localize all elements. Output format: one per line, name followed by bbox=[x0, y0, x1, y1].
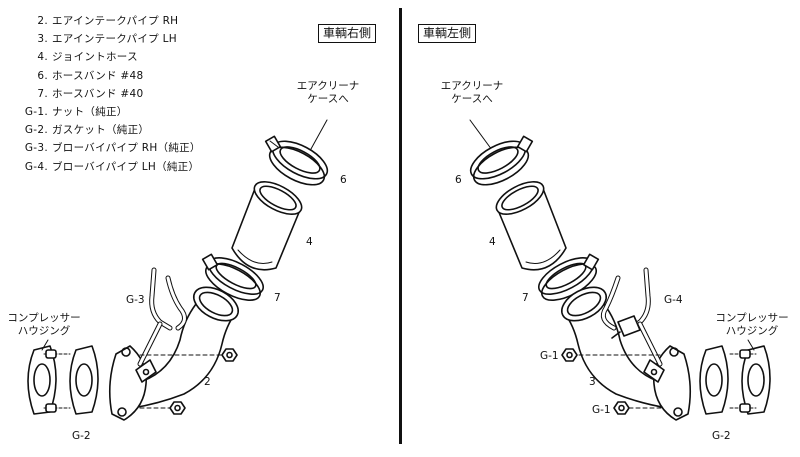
legend-number: G-2. bbox=[24, 124, 48, 137]
callout-7-left: 7 bbox=[522, 292, 529, 304]
legend-number: G-3. bbox=[24, 142, 48, 155]
legend-number: 3. bbox=[37, 33, 48, 46]
legend-text: エアインテークパイプ RH bbox=[52, 15, 179, 27]
air-cleaner-line-2: ケースへ bbox=[307, 92, 349, 105]
nut-left-lower bbox=[613, 401, 630, 415]
air-cleaner-line-1: エアクリーナ bbox=[296, 80, 360, 92]
legend-text: ホースバンド #40 bbox=[52, 87, 144, 100]
right-compressor-label: コンプレッサー ハウジング bbox=[4, 312, 84, 337]
legend-row: G-1. ナット（純正） bbox=[18, 103, 201, 121]
gasket-right-inner bbox=[69, 345, 99, 415]
callout-g4: G-4 bbox=[664, 294, 683, 306]
callout-6-right: 6 bbox=[340, 174, 347, 186]
center-divider bbox=[399, 8, 402, 444]
gasket-left-inner bbox=[699, 345, 729, 415]
legend-number: G-4. bbox=[24, 160, 48, 173]
callout-2: 2 bbox=[204, 376, 211, 388]
left-side-assembly bbox=[469, 119, 771, 421]
legend-row: G-3. ブローバイパイプ RH（純正） bbox=[18, 139, 201, 157]
callout-3: 3 bbox=[589, 376, 596, 388]
legend-text: ナット（純正） bbox=[52, 106, 128, 119]
air-cleaner-line-2: ケースへ bbox=[451, 92, 493, 105]
legend-text: ホースバンド #48 bbox=[52, 69, 144, 82]
left-compressor-label: コンプレッサー ハウジング bbox=[712, 312, 792, 337]
legend-number: G-1. bbox=[24, 106, 48, 119]
compressor-line-1: コンプレッサー bbox=[7, 312, 81, 324]
callout-g3: G-3 bbox=[126, 294, 145, 306]
legend-number: 2. bbox=[37, 15, 48, 27]
nut-right-lower bbox=[169, 401, 186, 415]
compressor-line-2: ハウジング bbox=[17, 324, 71, 337]
air-cleaner-line-1: エアクリーナ bbox=[440, 80, 504, 92]
left-side-title: 車輌左側 bbox=[418, 24, 477, 43]
legend-row: 7. ホースバンド #40 bbox=[18, 85, 201, 103]
callout-g1-lower: G-1 bbox=[592, 404, 611, 416]
left-air-cleaner-label: エアクリーナ ケースへ bbox=[432, 80, 512, 105]
legend-text: ブローバイパイプ LH（純正） bbox=[52, 160, 200, 173]
legend-text: ガスケット（純正） bbox=[52, 124, 150, 137]
air-intake-pipe-2 bbox=[108, 267, 239, 421]
callout-7-right: 7 bbox=[274, 292, 281, 304]
legend-row: G-4. ブローバイパイプ LH（純正） bbox=[18, 158, 201, 176]
joint-hose-4-left bbox=[495, 181, 567, 271]
hose-band-6-left bbox=[469, 135, 534, 186]
legend-row: 6. ホースバンド #48 bbox=[18, 67, 201, 85]
right-side-assembly bbox=[27, 119, 329, 421]
callout-g1-upper: G-1 bbox=[540, 350, 559, 362]
right-side-title: 車輌右側 bbox=[318, 24, 377, 43]
legend-row: G-2. ガスケット（純正） bbox=[18, 121, 201, 139]
callout-6-left: 6 bbox=[455, 174, 462, 186]
gasket-left-outer bbox=[741, 345, 771, 415]
callout-g2-left: G-2 bbox=[712, 430, 731, 442]
callout-g2-right: G-2 bbox=[72, 430, 91, 442]
callout-4-right: 4 bbox=[306, 236, 313, 248]
legend-text: ジョイントホース bbox=[52, 51, 138, 64]
hose-band-6-right bbox=[264, 135, 329, 186]
legend-row: 3. エアインテークパイプ LH bbox=[18, 30, 201, 48]
legend-number: 7. bbox=[37, 87, 48, 100]
legend-number: 6. bbox=[37, 69, 48, 82]
callout-4-left: 4 bbox=[489, 236, 496, 248]
legend-number: 4. bbox=[37, 51, 48, 64]
nut-left-upper bbox=[561, 348, 578, 362]
parts-legend: 2. エアインテークパイプ RH 3. エアインテークパイプ LH 4. ジョイントホ… bbox=[18, 12, 201, 176]
air-intake-pipe-3 bbox=[561, 267, 692, 421]
right-air-cleaner-label: エアクリーナ ケースへ bbox=[288, 80, 368, 105]
compressor-line-1: コンプレッサー bbox=[715, 312, 789, 324]
legend-text: ブローバイパイプ RH（純正） bbox=[52, 142, 201, 155]
legend-row: 4. ジョイントホース bbox=[18, 48, 201, 66]
legend-row: 2. エアインテークパイプ RH bbox=[18, 12, 201, 30]
joint-hose-4-right bbox=[231, 181, 303, 271]
legend-text: エアインテークパイプ LH bbox=[52, 33, 177, 46]
nut-right-upper bbox=[221, 348, 238, 362]
compressor-line-2: ハウジング bbox=[725, 324, 779, 337]
